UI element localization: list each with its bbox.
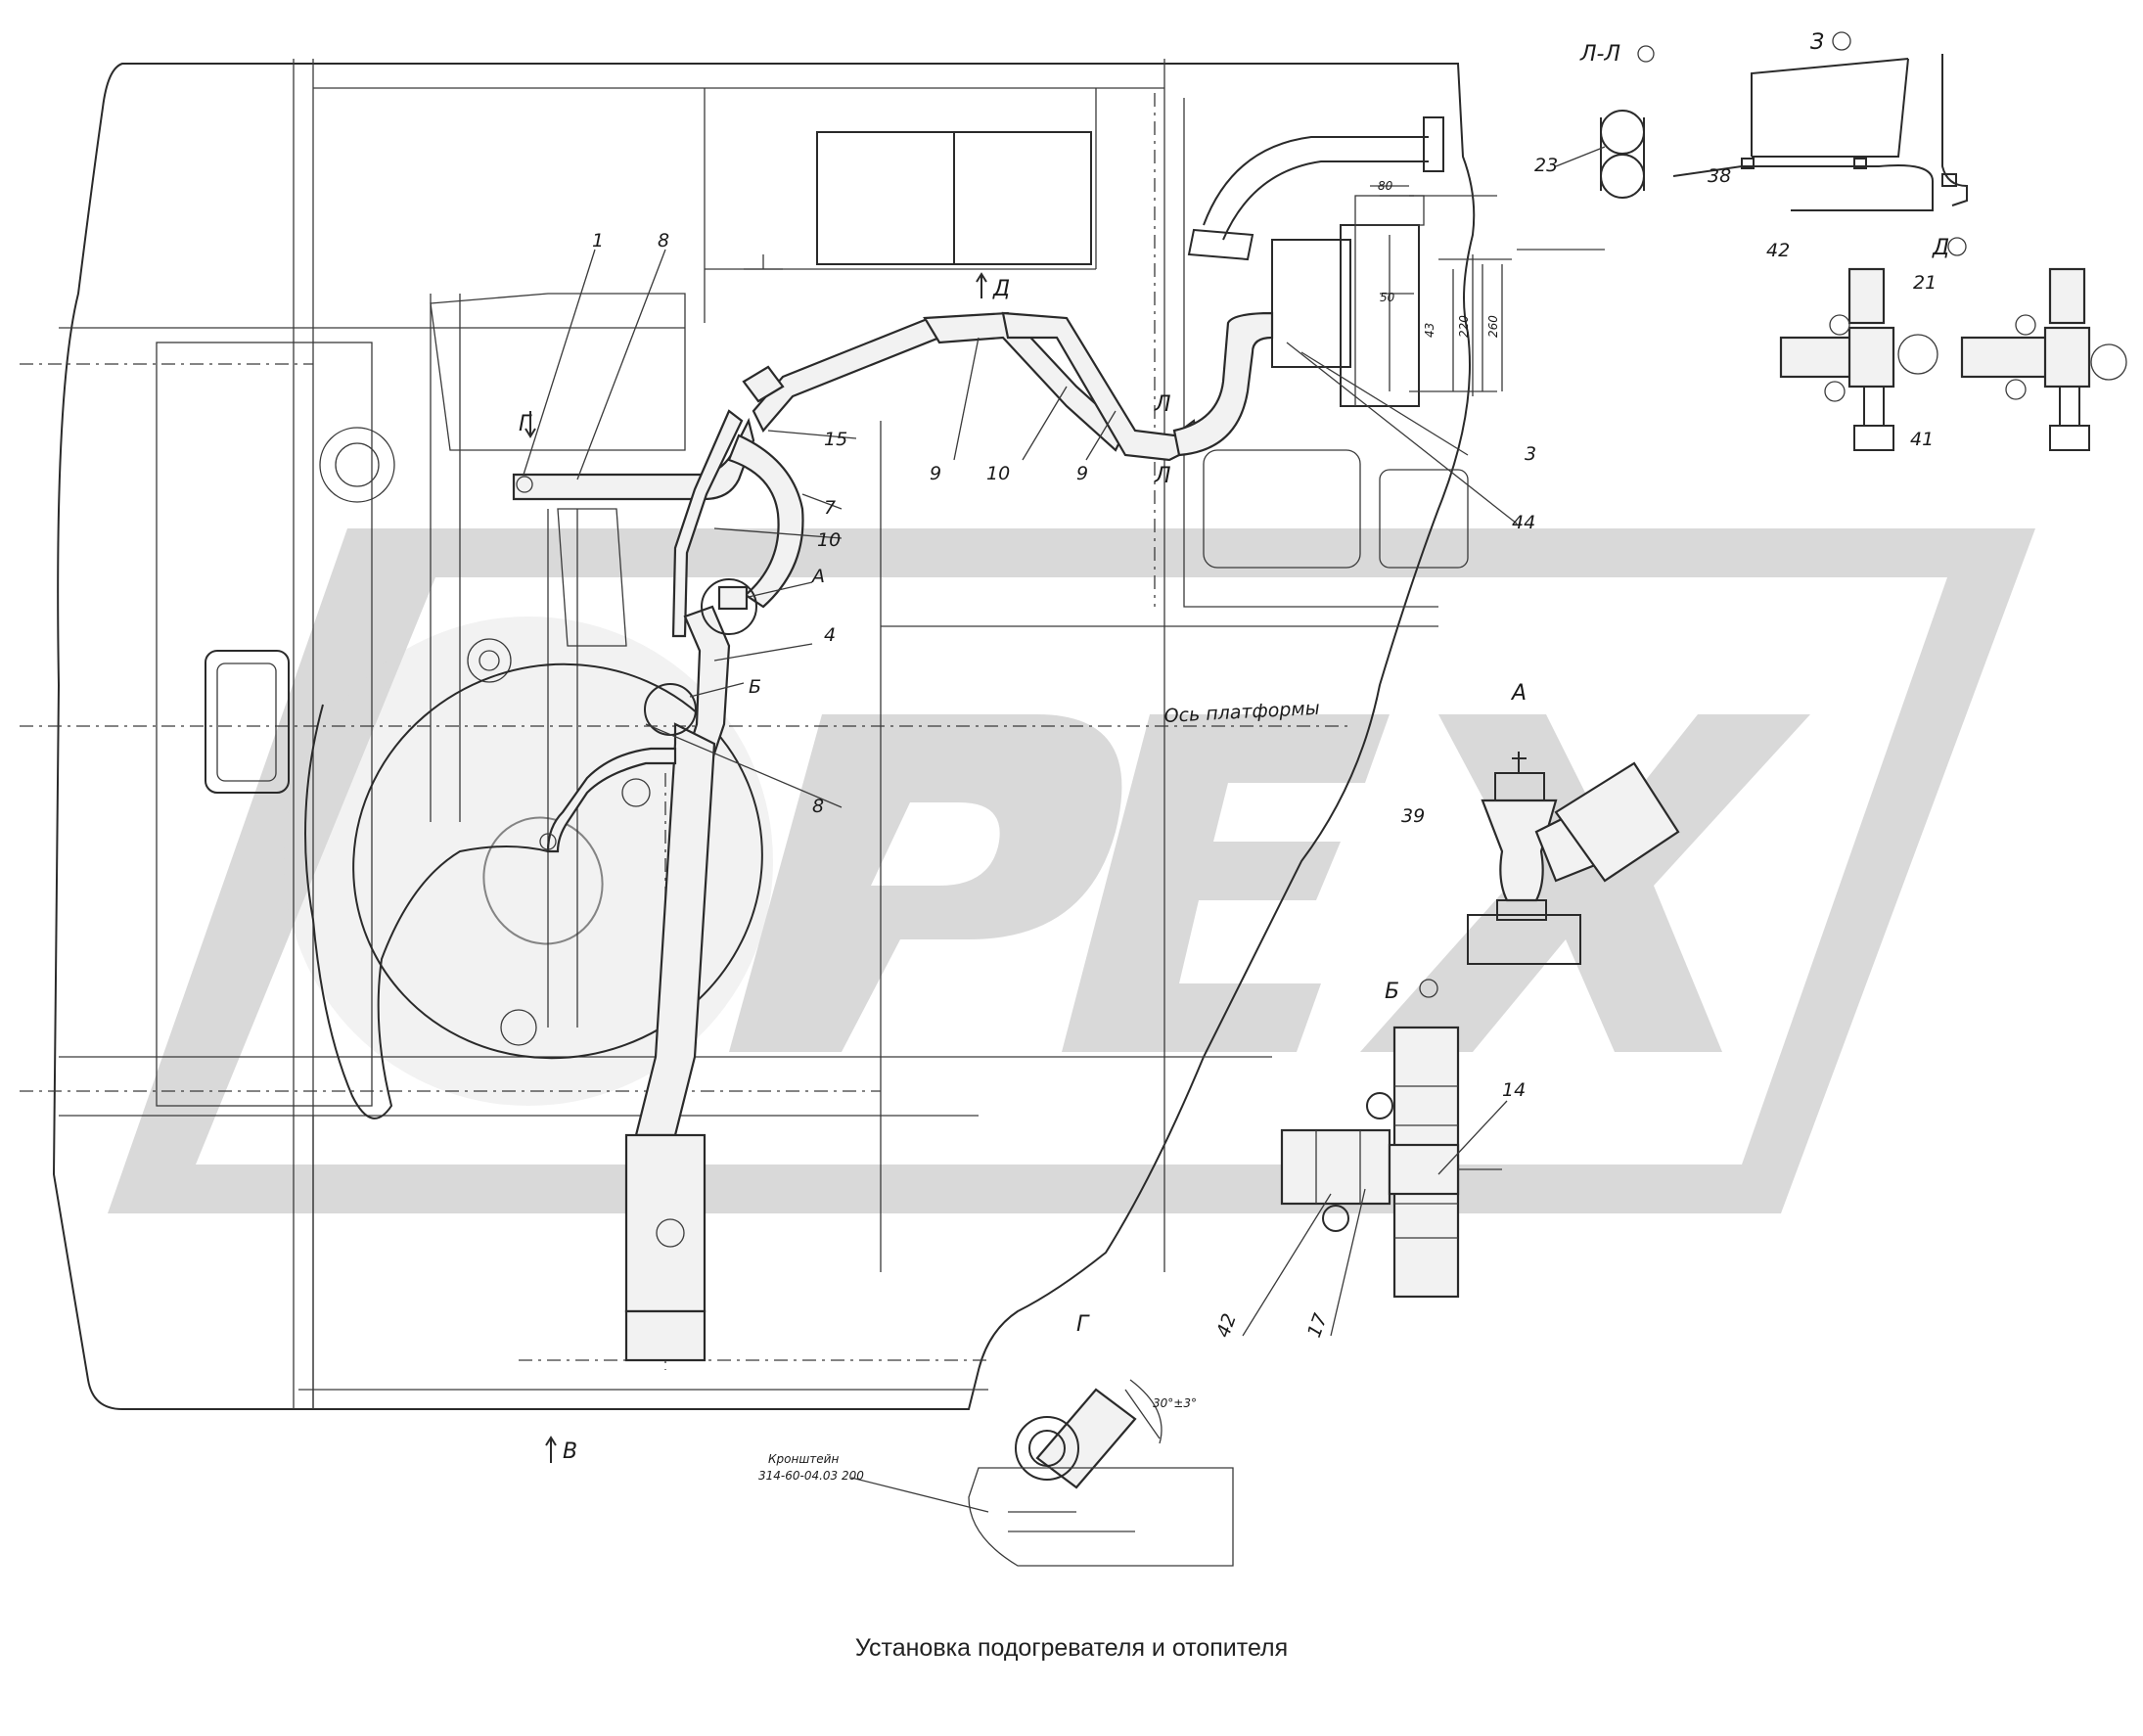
callout-B: Б	[749, 676, 761, 698]
callout-10-left: 10	[817, 529, 841, 551]
view-label-v: В	[563, 1439, 577, 1464]
view-label-b: Б	[1385, 980, 1399, 1004]
centre-lines	[20, 93, 1350, 1370]
callout-42-upper: 42	[1766, 240, 1790, 261]
callout-9-left: 9	[930, 463, 941, 484]
figure-caption: Установка подогревателя и отопителя	[854, 1634, 1289, 1662]
view-b	[1242, 1026, 1508, 1337]
dim-50: 50	[1380, 291, 1395, 304]
view-label-z: З	[1810, 30, 1824, 55]
view-label-g: Г	[519, 412, 532, 436]
callout-10-right: 10	[986, 463, 1010, 484]
view-label-a: А	[1510, 681, 1527, 706]
view-label-l-lower: Л	[1154, 464, 1171, 488]
right-structures	[1187, 116, 1512, 569]
callout-7: 7	[824, 497, 836, 519]
callout-8-lower: 8	[812, 796, 824, 817]
dim-43: 43	[1423, 323, 1436, 338]
bracket-label: Кронштейн	[768, 1452, 839, 1466]
callout-38: 38	[1708, 165, 1731, 187]
leader-lines	[523, 249, 1605, 808]
pex-watermark	[108, 528, 2035, 1213]
pipelines	[512, 311, 1274, 1362]
view-z	[1672, 54, 1968, 211]
dim-220: 220	[1457, 315, 1471, 338]
roof-hatch	[744, 131, 1092, 270]
view-ll	[1555, 110, 1645, 199]
left-structures	[156, 293, 686, 1119]
callout-1: 1	[592, 230, 604, 251]
angle-label: 30°±3°	[1153, 1396, 1197, 1410]
view-label-d: Д	[992, 277, 1010, 301]
callout-15: 15	[824, 429, 847, 450]
view-label-g-view: Г	[1076, 1312, 1090, 1337]
view-d	[1779, 267, 2127, 451]
callout-4: 4	[824, 624, 836, 646]
callout-21: 21	[1913, 272, 1937, 294]
bracket-code: 314-60-04.03 200	[758, 1469, 864, 1483]
view-labels: Д Г Л Л В Л-Л З Д А Б Г	[519, 30, 1967, 1464]
callout-9-right: 9	[1076, 463, 1088, 484]
callout-23: 23	[1534, 155, 1558, 176]
callout-labels: 1 8 15 7 10 9 10 9 3 44 A 4 Б 8 14 42 17…	[592, 155, 1937, 1341]
callout-14: 14	[1502, 1079, 1526, 1101]
wheel-arch	[352, 662, 763, 1060]
callout-41: 41	[1910, 429, 1934, 450]
view-label-d-view: Д	[1932, 236, 1949, 260]
callout-17: 17	[1303, 1310, 1332, 1340]
view-label-ll: Л-Л	[1579, 42, 1620, 67]
dim-260: 260	[1486, 315, 1500, 338]
view-g	[850, 1379, 1234, 1567]
view-a	[1467, 752, 1680, 965]
callout-A: A	[810, 566, 825, 587]
callout-42-lower: 42	[1212, 1310, 1241, 1340]
view-label-l-upper: Л	[1154, 392, 1171, 417]
callout-8: 8	[658, 230, 669, 251]
note-labels: Ось платформы Кронштейн 314-60-04.03 200…	[758, 179, 1500, 1483]
callout-44: 44	[1512, 512, 1535, 533]
cab-outline	[52, 59, 1476, 1410]
dimension-lines	[1380, 195, 1474, 396]
dim-80: 80	[1378, 179, 1393, 193]
callout-3: 3	[1525, 443, 1536, 465]
callout-39: 39	[1401, 805, 1425, 827]
